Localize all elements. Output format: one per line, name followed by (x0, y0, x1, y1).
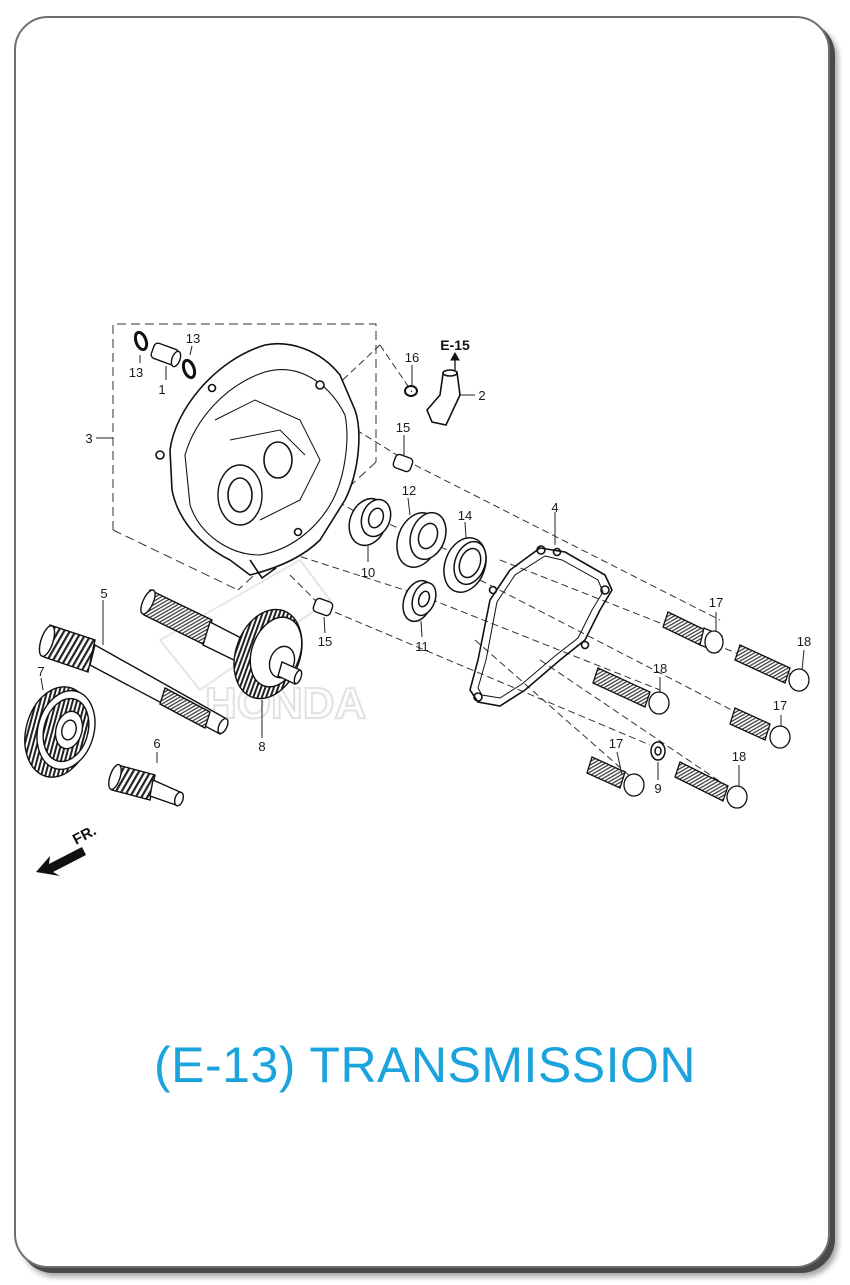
part-clip-16 (404, 385, 418, 397)
part-gasket-4 (469, 545, 613, 707)
part-shaft-6 (108, 763, 185, 807)
callout-4: 4 (551, 500, 558, 515)
callout-11: 11 (415, 639, 429, 654)
callout-17b: 17 (773, 698, 787, 713)
callout-1: 1 (158, 382, 165, 397)
part-dowel-15a (392, 453, 414, 473)
callout-6: 6 (153, 736, 160, 751)
callout-13b: 13 (186, 331, 200, 346)
part-bolt-18c (674, 761, 748, 809)
leader-lines (40, 345, 805, 787)
front-direction-arrow: FR. (36, 822, 99, 876)
part-bearing-11 (402, 579, 437, 623)
callout-15a: 15 (396, 420, 410, 435)
callout-9: 9 (654, 781, 661, 796)
callout-18a: 18 (797, 634, 811, 649)
part-hose-2 (426, 369, 461, 426)
part-oring-13b (181, 358, 197, 380)
part-collar-1 (150, 342, 182, 368)
part-bearing-12 (396, 511, 447, 568)
callout-17c: 17 (609, 736, 623, 751)
part-bolt-17b (729, 707, 791, 749)
part-bolt-18b (592, 667, 670, 715)
part-oring-13a (133, 330, 149, 352)
part-shaft-5 (38, 624, 229, 736)
part-seal-14 (443, 537, 487, 593)
part-bolt-17c (586, 756, 645, 797)
callout-15b: 15 (318, 634, 332, 649)
callout-14: 14 (458, 508, 472, 523)
callout-2: 2 (478, 388, 485, 403)
part-gear-7 (24, 686, 96, 778)
transmission-case (155, 343, 360, 580)
callout-7: 7 (37, 664, 44, 679)
callout-18b: 18 (653, 661, 667, 676)
callout-10: 10 (361, 565, 375, 580)
callout-3: 3 (85, 431, 92, 446)
part-bolt-17a (662, 611, 724, 654)
reference-arrow (450, 351, 460, 370)
callout-18c: 18 (732, 749, 746, 764)
part-bolt-18a (734, 644, 810, 692)
callout-12: 12 (402, 483, 416, 498)
diagram-title: (E-13) TRANSMISSION (154, 1037, 696, 1093)
part-dowel-15b (312, 597, 334, 617)
callout-16: 16 (405, 350, 419, 365)
part-washer-9 (650, 741, 666, 761)
part-bearing-10 (348, 497, 392, 547)
direction-label: FR. (70, 822, 99, 848)
callout-17a: 17 (709, 595, 723, 610)
callouts: 1 2 3 4 5 6 7 8 9 10 11 12 13 13 14 15 1… (37, 331, 811, 796)
part-gear-shaft-8 (140, 588, 303, 700)
callout-5: 5 (100, 586, 107, 601)
callout-8: 8 (258, 739, 265, 754)
callout-13a: 13 (129, 365, 143, 380)
reference-tag-e15: E-15 (440, 337, 470, 353)
